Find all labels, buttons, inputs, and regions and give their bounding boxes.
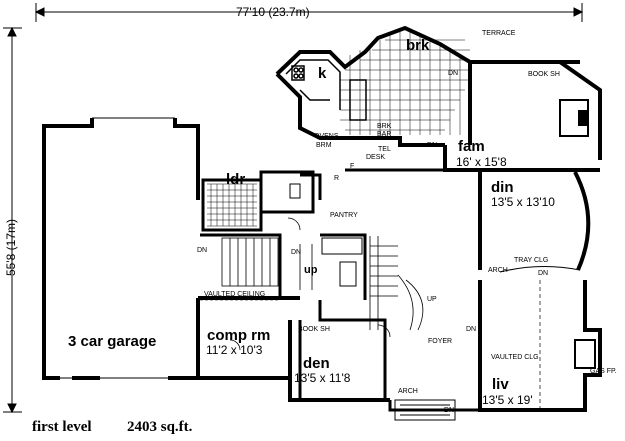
living-room-walls xyxy=(478,280,602,412)
room-name-liv: liv xyxy=(492,376,509,393)
entry-steps xyxy=(394,399,456,421)
dining-walls xyxy=(478,171,591,271)
note-dn-fam: DN xyxy=(427,142,438,149)
note-dn-stair-2: DN xyxy=(291,249,302,256)
note-vaulted-ceiling: VAULTED CEILING xyxy=(204,291,266,298)
note-dn-stair-1: DN xyxy=(197,247,208,254)
kitchen-counters xyxy=(285,59,367,121)
room-size-fam: 16' x 15'8 xyxy=(456,155,507,169)
note-brk-bar-1: BRK xyxy=(377,123,392,130)
room-size-din: 13'5 x 13'10 xyxy=(491,195,555,209)
comp-den-walls xyxy=(196,296,390,402)
note-tel: TEL xyxy=(378,146,391,153)
depth-dimension-line xyxy=(3,26,22,414)
note-ovens: OVENS xyxy=(314,133,339,140)
note-brk-bar-2: BAR xyxy=(377,131,392,138)
garage-door-openings xyxy=(60,117,175,379)
room-name-k: k xyxy=(318,65,327,82)
bathroom-fixtures xyxy=(321,237,363,287)
powder-room-walls xyxy=(259,170,315,214)
note-gas-fp: GAS FP. xyxy=(590,368,617,375)
note-arch-entry: ARCH xyxy=(398,388,418,395)
family-hearth xyxy=(578,110,588,126)
note-vaulted-clg: VAULTED CLG xyxy=(491,354,539,361)
room-size-den: 13'5 x 11'8 xyxy=(294,371,351,385)
toilet-fixture xyxy=(289,183,301,199)
note-book-sh-fam: BOOK SH xyxy=(528,71,560,78)
note-up-foyer: UP xyxy=(427,296,437,303)
kitchen-breakfast-walls xyxy=(275,25,602,160)
note-brm: BRM xyxy=(316,142,332,149)
room-name-brk: brk xyxy=(406,37,430,54)
room-name-fam: fam xyxy=(458,138,485,155)
room-name-garage: 3 car garage xyxy=(68,333,157,350)
room-name-din: din xyxy=(491,179,514,196)
note-book-sh-den: BOOK SH xyxy=(298,326,330,333)
note-arch-din: ARCH xyxy=(488,267,508,274)
width-dimension-label: 77'10 (23.7m) xyxy=(236,5,310,19)
living-fireplace xyxy=(574,339,596,369)
note-foyer: FOYER xyxy=(428,338,453,345)
room-size-liv: 13'5 x 19' xyxy=(482,393,533,407)
note-tray-clg: TRAY CLG xyxy=(514,257,549,264)
room-name-comp-rm: comp rm xyxy=(207,327,271,344)
note-pantry: PANTRY xyxy=(330,212,358,219)
note-terrace: TERRACE xyxy=(482,30,516,37)
room-name-ldr: ldr xyxy=(226,171,246,188)
note-dn-entry: DN xyxy=(444,407,455,414)
stairs xyxy=(221,236,424,331)
depth-dimension-label: 55'8 (17m) xyxy=(4,219,18,276)
note-dn-brk: DN xyxy=(448,70,459,77)
dining-arch xyxy=(499,265,581,273)
note-dn-din: DN xyxy=(538,270,549,277)
note-dn-foyer: DN xyxy=(466,326,477,333)
note-up-stair: up xyxy=(304,264,318,276)
door-swings xyxy=(229,217,391,351)
width-dimension-line xyxy=(34,3,584,22)
footer-area: 2403 sq.ft. xyxy=(127,419,193,435)
room-name-den: den xyxy=(303,355,330,372)
note-range: R xyxy=(334,175,340,182)
footer-level: first level xyxy=(32,419,92,435)
note-fridge: F xyxy=(350,163,355,170)
garage-walls xyxy=(42,118,200,380)
note-desk: DESK xyxy=(366,154,386,161)
core-walls xyxy=(200,168,480,412)
room-size-comp-rm: 11'2 x 10'3 xyxy=(206,343,263,357)
